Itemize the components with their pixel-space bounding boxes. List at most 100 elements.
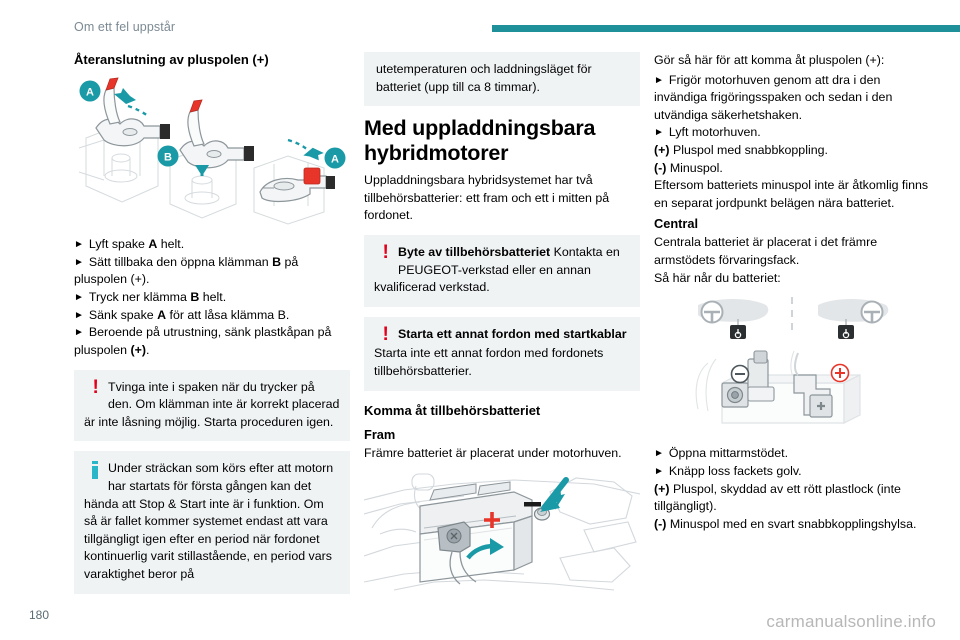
dashboard-views — [698, 297, 889, 340]
column-3: Gör så här för att komma åt pluspolen (+… — [654, 52, 930, 533]
arrow-icon: ► — [74, 327, 84, 339]
warning-icon: ! — [382, 323, 389, 345]
warning-icon: ! — [382, 241, 389, 263]
arrow-icon: ► — [74, 239, 84, 251]
step-1-bold: A — [148, 237, 158, 252]
minus-badge — [730, 365, 750, 384]
polarity-plus-2: (+) Pluspol, skyddad av ett rött plastlo… — [654, 481, 930, 516]
header-title: Om ett fel uppstår — [74, 20, 176, 34]
step-1: ►Lyft spake A helt. — [74, 236, 350, 254]
positive-terminal — [437, 521, 477, 585]
warning-callout-2: ! Byte av tillbehörsbatteriet Kontakta e… — [364, 234, 640, 307]
central-battery-text: Centrala batteriet är placerat i det frä… — [654, 235, 878, 268]
section-intro: Uppladdningsbara hybridsystemet har två … — [364, 173, 610, 223]
step-4-post: för att låsa klämma B. — [166, 307, 290, 322]
plus-badge — [830, 364, 850, 383]
step-4: ►Sänk spake A för att låsa klämma B. — [74, 307, 350, 325]
polarity-plus-1-text: Pluspol med snabbkoppling. — [669, 143, 828, 158]
minus-symbol — [524, 502, 541, 507]
continued-callout: utetemperaturen och laddningsläget för b… — [364, 52, 640, 107]
polarity-minus-1-label: (-) — [654, 160, 667, 175]
step-2-pre: Sätt tillbaka den öppna klämman — [88, 254, 273, 269]
front-battery-text: Främre batteriet är placerat under motor… — [364, 445, 622, 460]
svg-text:A: A — [331, 154, 339, 166]
column2-sublabel: Fram — [364, 426, 396, 442]
watermark: carmanualsonline.info — [766, 612, 936, 631]
figure-front-battery-svg — [364, 470, 640, 606]
step-2: ► Sätt tillbaka den öppna klämman B på pl… — [74, 254, 350, 289]
warning-callout-3-text: Starta inte ett annat fordon med fordone… — [374, 346, 604, 378]
arrow-icon: ► — [654, 465, 664, 477]
warning-callout-3: ! Starta ett annat fordon med startkabla… — [364, 316, 640, 391]
label-badge-a1: A — [79, 80, 101, 102]
figure-central-battery-svg — [654, 295, 930, 436]
arrow-down-3 — [287, 139, 324, 161]
label-badge-a2: A — [324, 147, 346, 169]
arrow-icon: ► — [654, 74, 664, 86]
clamp-assembly-3 — [259, 167, 335, 203]
central-battery-detail — [695, 350, 861, 425]
negative-terminal — [721, 350, 775, 408]
column3-step-1-text: Frigör motorhuven genom att dra i den in… — [654, 72, 893, 122]
arrow-up-1 — [114, 88, 149, 118]
step-1-post: helt. — [157, 237, 185, 252]
step-5-bold: (+) — [130, 342, 147, 357]
column3-step-2-text: Lyft motorhuven. — [668, 125, 761, 140]
column3-step-1: ►Frigör motorhuven genom att dra i den i… — [654, 72, 930, 125]
column3-step-2: ►Lyft motorhuven. — [654, 124, 930, 142]
arrow-to-minus — [540, 477, 569, 513]
column3-subheading: Central — [654, 216, 699, 232]
step-3-bold: B — [190, 290, 200, 305]
step-5: ►Beroende på utrustning, sänk plastkåpan… — [74, 324, 350, 359]
polarity-plus-1-label: (+) — [654, 143, 670, 158]
figure-central-battery — [654, 295, 930, 436]
step-2-bold: B — [272, 254, 282, 269]
figure-clamp-steps-svg: A B A — [78, 77, 346, 225]
polarity-minus-1: (-) Minuspol. — [654, 160, 930, 178]
arrow-icon: ► — [74, 309, 84, 321]
clamp-assembly-2 — [179, 99, 254, 169]
step-3: ► Tryck ner klämma B helt. — [74, 289, 350, 307]
positive-terminal — [793, 352, 833, 418]
arrow-icon: ► — [654, 448, 664, 460]
column3-note: Eftersom batteriets minuspol inte är åtk… — [654, 178, 929, 210]
warning-callout-2-title: Byte av tillbehörsbatteriet — [398, 244, 551, 259]
step-3-post: helt. — [199, 290, 227, 305]
info-icon — [84, 460, 106, 485]
step-4-pre: Sänk spake — [88, 307, 158, 322]
page-number: 180 — [29, 608, 50, 622]
column3-step-3-text: Öppna mittarmstödet. — [668, 446, 789, 461]
svg-text:B: B — [164, 152, 172, 164]
column3-step-3: ► Öppna mittarmstödet. — [654, 445, 930, 463]
step-5-post: . — [146, 342, 150, 357]
polarity-minus-1-text: Minuspol. — [666, 160, 723, 175]
continued-callout-text: utetemperaturen och laddningsläget för b… — [376, 62, 592, 94]
polarity-plus-2-label: (+) — [654, 481, 670, 496]
polarity-minus-2: (-) Minuspol med en svart snabbkopplings… — [654, 516, 930, 534]
arrow-lift-cover — [466, 538, 504, 560]
svg-text:A: A — [86, 87, 94, 99]
arrow-icon: ► — [74, 292, 84, 304]
central-battery-text-2: Så här når du batteriet: — [654, 270, 781, 285]
step-3-pre: Tryck ner klämma — [88, 290, 191, 305]
plus-symbol — [484, 512, 500, 529]
figure-clamp-steps: A B A — [74, 76, 350, 226]
info-callout-1-text: Under sträckan som körs efter att motorn… — [84, 461, 334, 581]
warning-callout-3-title: Starta ett annat fordon med startkablar — [398, 326, 627, 341]
warning-icon: ! — [92, 376, 99, 398]
column2-subheading: Komma åt tillbehörsbatteriet — [364, 402, 541, 418]
warning-callout-1: ! Tvinga inte i spaken när du trycker på… — [74, 369, 350, 442]
column-1: Återanslutning av pluspolen (+) — [74, 52, 350, 604]
section-heading: Med uppladdningsbara hybridmotorer — [364, 116, 596, 166]
info-callout-1: Under sträckan som körs efter att motorn… — [74, 451, 350, 594]
warning-callout-2-text: Kontakta en PEUGEOT-verkstad eller en an… — [374, 244, 620, 295]
column3-lead: Gör så här för att komma åt pluspolen (+… — [654, 53, 885, 67]
arrow-icon: ► — [74, 256, 84, 268]
column3-step-4: ►Knäpp loss fackets golv. — [654, 463, 930, 481]
step-2-post: på pluspolen (+). — [74, 254, 299, 287]
column-2: utetemperaturen och laddningsläget för b… — [364, 52, 640, 615]
figure-front-battery — [364, 470, 640, 606]
header-rule — [492, 25, 960, 32]
polarity-minus-2-text: Minuspol med en svart snabbkopplingshyls… — [666, 516, 917, 531]
polarity-plus-2-text: Pluspol, skyddad av ett rött plastlock (… — [654, 481, 901, 514]
